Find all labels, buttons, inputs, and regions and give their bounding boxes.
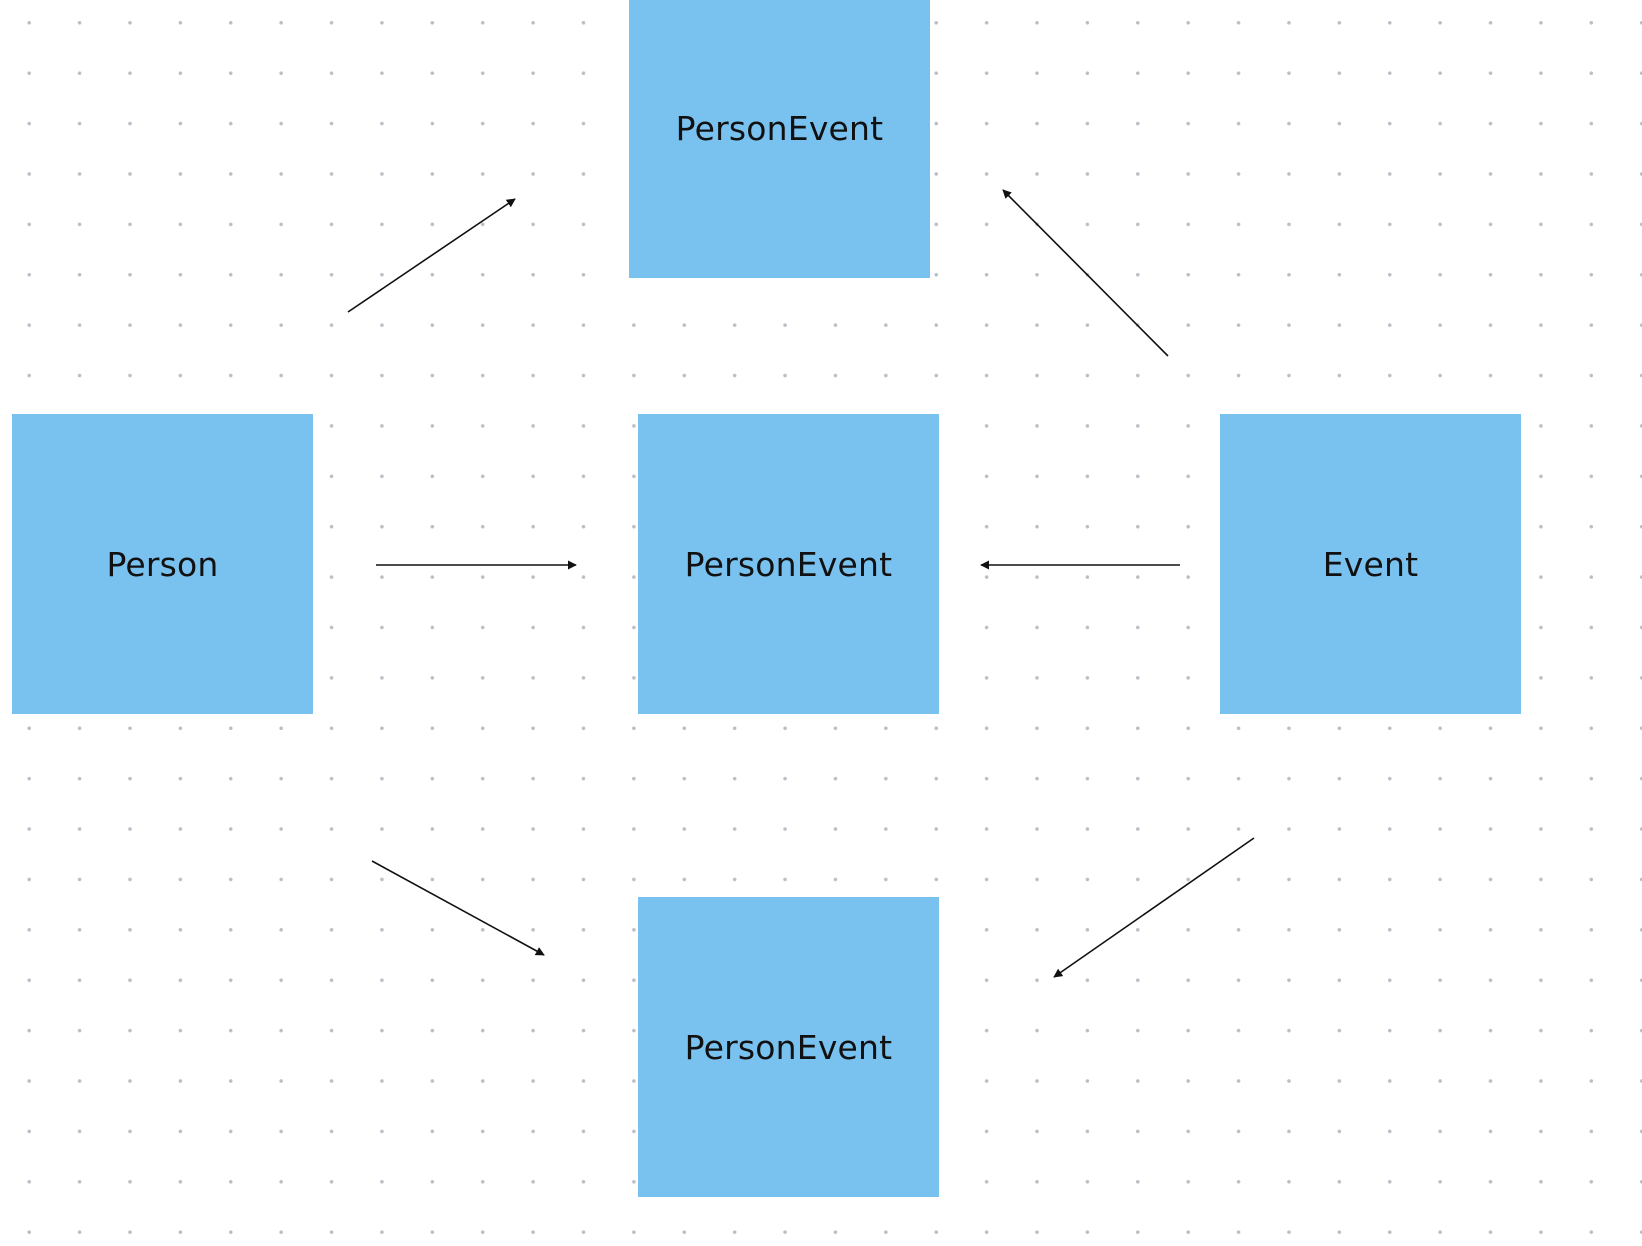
node-person-event-middle[interactable]: PersonEvent <box>638 414 939 714</box>
node-person[interactable]: Person <box>12 414 313 714</box>
node-label: PersonEvent <box>684 544 893 584</box>
arrow-person-to-person-event-top[interactable] <box>347 198 516 313</box>
node-person-event-bottom[interactable]: PersonEvent <box>638 897 939 1197</box>
node-label: Event <box>1322 544 1419 584</box>
node-label: PersonEvent <box>675 108 884 148</box>
arrow-person-to-person-event-bottom[interactable] <box>371 860 545 956</box>
node-event[interactable]: Event <box>1220 414 1521 714</box>
node-label: Person <box>106 544 219 584</box>
node-person-event-top[interactable]: PersonEvent <box>629 0 930 278</box>
arrow-event-to-person-event-bottom[interactable] <box>1053 837 1255 978</box>
node-label: PersonEvent <box>684 1027 893 1067</box>
arrow-event-to-person-event-top[interactable] <box>1002 189 1169 357</box>
